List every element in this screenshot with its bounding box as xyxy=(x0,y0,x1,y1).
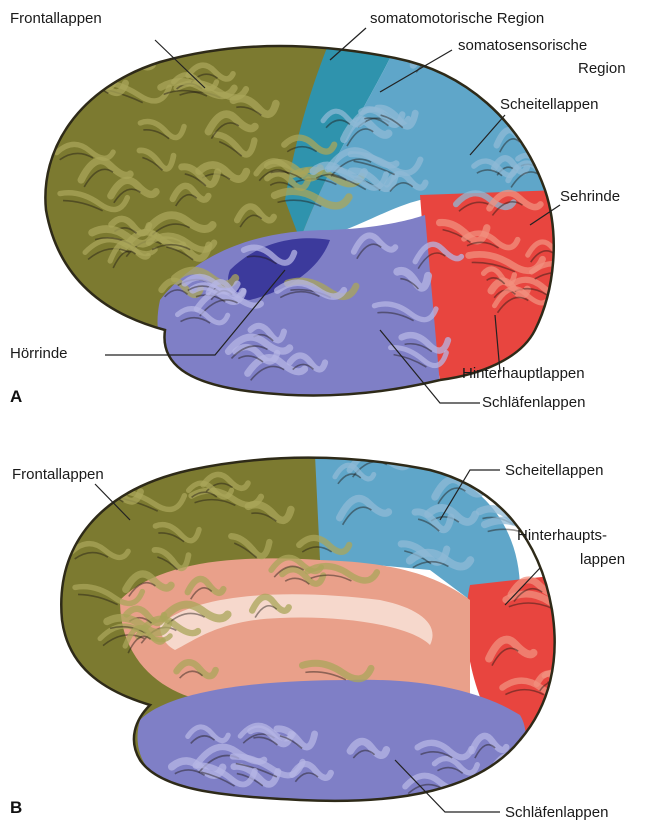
temporal-region xyxy=(138,680,526,805)
label-occipital-lobe-a: Hinterhauptlappen xyxy=(462,365,585,382)
panel-a-letter: A xyxy=(10,387,22,407)
label-somatomotor-region: somatomotorische Region xyxy=(370,10,544,27)
label-somatosensory-line2: Region xyxy=(578,60,626,77)
label-parietal-lobe-a: Scheitellappen xyxy=(500,96,598,113)
sulcus-shadow xyxy=(78,83,101,93)
label-frontal-lobe-b: Frontallappen xyxy=(12,466,104,483)
label-visual-cortex: Sehrinde xyxy=(560,188,620,205)
label-parietal-lobe-b: Scheitellappen xyxy=(505,462,603,479)
sulcus-shadow xyxy=(494,764,523,780)
label-temporal-lobe-b: Schläfenlappen xyxy=(505,804,608,821)
label-temporal-lobe-a: Schläfenlappen xyxy=(482,394,585,411)
label-occipital-lobe-b-line2: lappen xyxy=(580,551,625,568)
label-frontal-lobe-a: Frontallappen xyxy=(10,10,102,27)
panel-b-letter: B xyxy=(10,798,22,818)
gyrus-highlight xyxy=(491,755,540,772)
label-somatosensory-line1: somatosensorische xyxy=(458,37,587,54)
label-occipital-lobe-b-line1: Hinterhaupts- xyxy=(517,527,607,544)
gyrus-highlight xyxy=(413,51,461,66)
panel-b-brain xyxy=(40,450,582,810)
label-auditory-cortex: Hörrinde xyxy=(10,345,68,362)
